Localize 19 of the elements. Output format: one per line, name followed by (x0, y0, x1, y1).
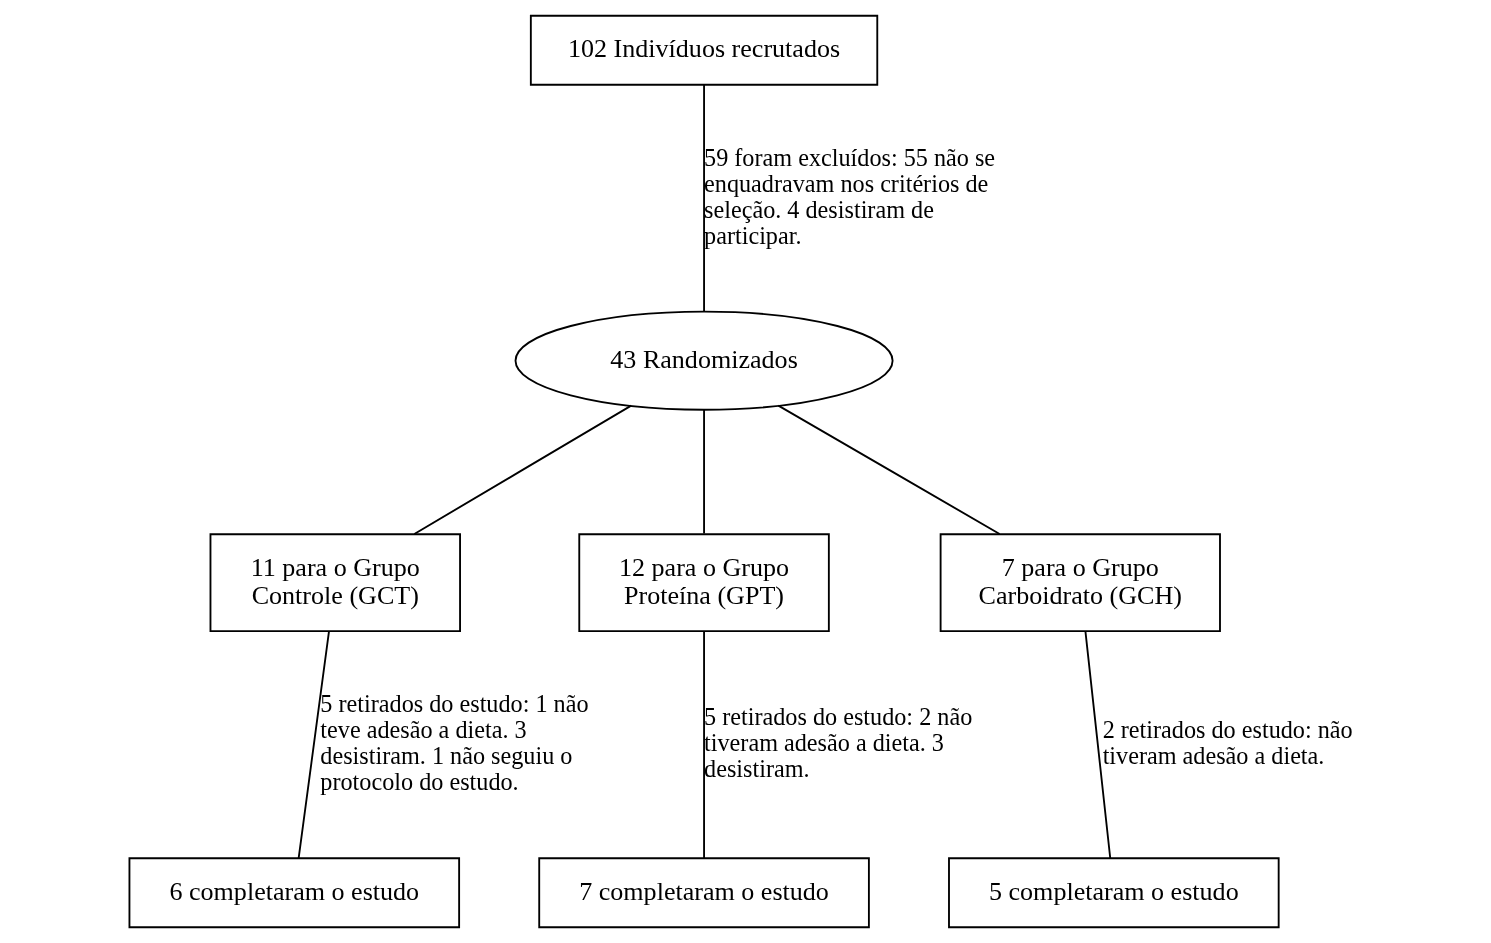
node-box: 5 completaram o estudo (948, 857, 1280, 929)
node-box: 7 completaram o estudo (538, 857, 870, 929)
node-ellipse: 43 Randomizados (514, 310, 894, 411)
connector (703, 408, 705, 535)
node-box: 6 completaram o estudo (128, 857, 461, 929)
connector (297, 630, 330, 860)
node-box: 12 para o Grupo Proteína (GPT) (578, 533, 830, 632)
node-box: 7 para o Grupo Carboidrato (GCH) (939, 533, 1221, 632)
edge-label: 59 foram excluídos: 55 não se enquadravam nos critérios de seleção. 4 desistiram de participar. (704, 143, 996, 249)
connector (1084, 630, 1112, 860)
connector (777, 404, 1001, 535)
connector (703, 84, 705, 313)
edge-label: 5 retirados do estudo: 1 não teve adesão a dieta. 3 desistiram. 1 não seguiu o protocolo do estudo. (320, 689, 589, 796)
edge-label: 5 retirados do estudo: 2 não tiveram adesão a dieta. 3 desistiram. (704, 702, 973, 783)
edge-label: 2 retirados do estudo: não tiveram adesão a dieta. (1102, 715, 1353, 770)
node-box: 11 para o Grupo Controle (GCT) (209, 533, 461, 632)
node-box: 102 Indivíduos recrutados (529, 14, 879, 86)
connector (413, 404, 633, 535)
connector (703, 630, 705, 860)
